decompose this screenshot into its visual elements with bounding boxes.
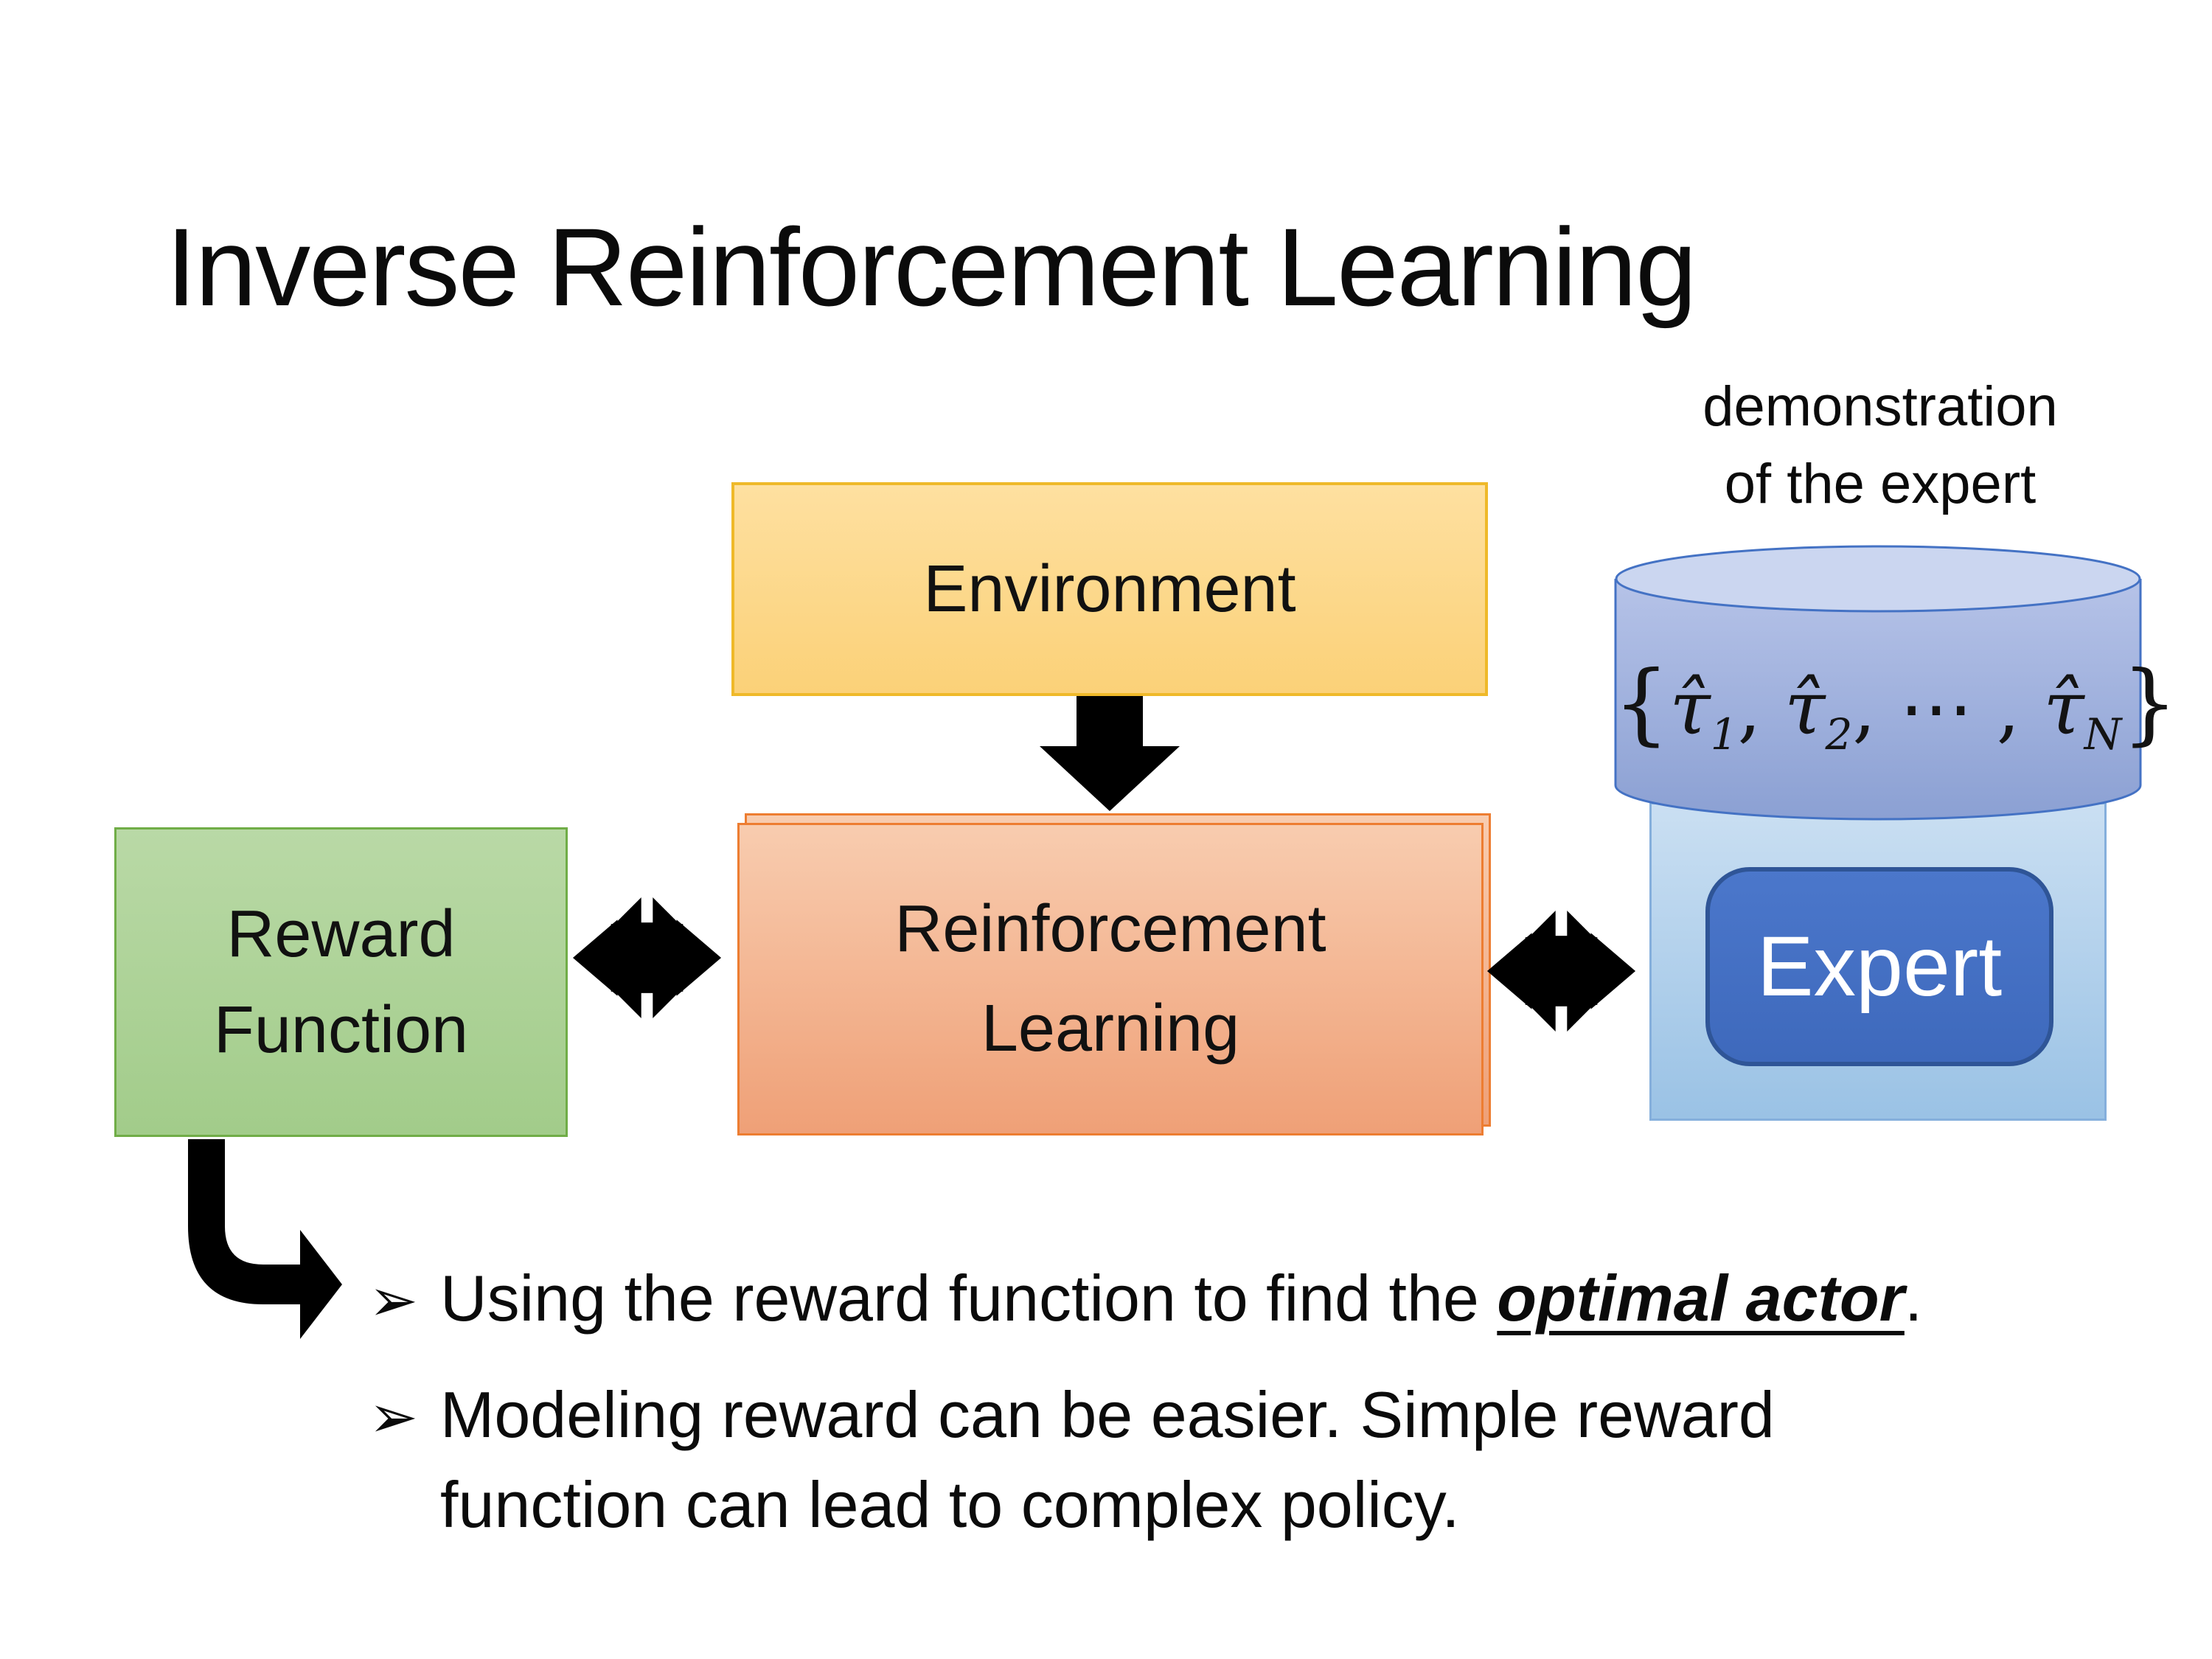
double-arrow-right-icon (1486, 897, 1637, 1046)
rl-label-line1: Reinforcement (894, 892, 1326, 966)
rl-label-line2: Learning (981, 992, 1240, 1065)
math-sub-1: 1 (1710, 709, 1738, 759)
bullet-2-text: Modeling reward can be easier. Simple re… (440, 1370, 1775, 1551)
reward-label-line1: Reward (226, 897, 456, 971)
math-sep-2: , ⋯ , (1852, 665, 2044, 751)
reward-label-line2: Function (213, 993, 469, 1067)
environment-label: Environment (923, 552, 1296, 626)
bent-arrow-icon (186, 1139, 344, 1353)
reinforcement-learning-box: Reinforcement Learning (737, 823, 1484, 1135)
bullet-1-text-after: . (1904, 1262, 1923, 1335)
trajectory-set-label: {τ̂1, τ̂2, ⋯ , τ̂N} (1613, 660, 2178, 757)
reinforcement-learning-label: Reinforcement Learning (894, 880, 1326, 1079)
bullet-item-2: ➢ Modeling reward can be easier. Simple … (369, 1370, 1775, 1551)
expert-box: Expert (1705, 867, 2053, 1066)
math-close-brace: } (2121, 653, 2178, 755)
reward-function-box: Reward Function (114, 827, 568, 1137)
demonstration-cylinder-icon (1613, 544, 2143, 826)
demonstration-label-line1: demonstration (1703, 375, 2058, 438)
math-sep-1: , (1737, 665, 1785, 751)
down-arrow-icon (1036, 696, 1183, 811)
bullet-2-line1: Modeling reward can be easier. Simple re… (440, 1378, 1775, 1451)
double-arrow-left-icon (571, 883, 723, 1032)
environment-box: Environment (731, 482, 1488, 696)
bullet-2-line2: function can lead to complex policy. (440, 1468, 1460, 1542)
bullet-2-marker-icon: ➢ (369, 1382, 419, 1451)
math-tau-1: τ̂ (1669, 665, 1711, 751)
math-tau-N: τ̂ (2043, 665, 2084, 751)
bullet-item-1: ➢ Using the reward function to find the … (369, 1253, 1922, 1343)
bullet-1-marker-icon: ➢ (369, 1266, 419, 1335)
math-tau-2: τ̂ (1784, 665, 1826, 751)
math-open-brace: { (1613, 653, 1670, 755)
demonstration-label-line2: of the expert (1724, 452, 2037, 515)
page-title: Inverse Reinforcement Learning (166, 205, 1697, 329)
bullet-1-text-before: Using the reward function to find the (440, 1262, 1498, 1335)
math-sub-N: N (2084, 709, 2122, 759)
reward-function-label: Reward Function (214, 886, 468, 1079)
bullet-1-emphasis: optimal actor (1497, 1262, 1905, 1335)
math-sub-2: 2 (1825, 709, 1853, 759)
expert-label: Expert (1756, 919, 2003, 1014)
demonstration-label: demonstration of the expert (1585, 369, 2175, 524)
bullet-1-text: Using the reward function to find the op… (440, 1253, 1922, 1343)
